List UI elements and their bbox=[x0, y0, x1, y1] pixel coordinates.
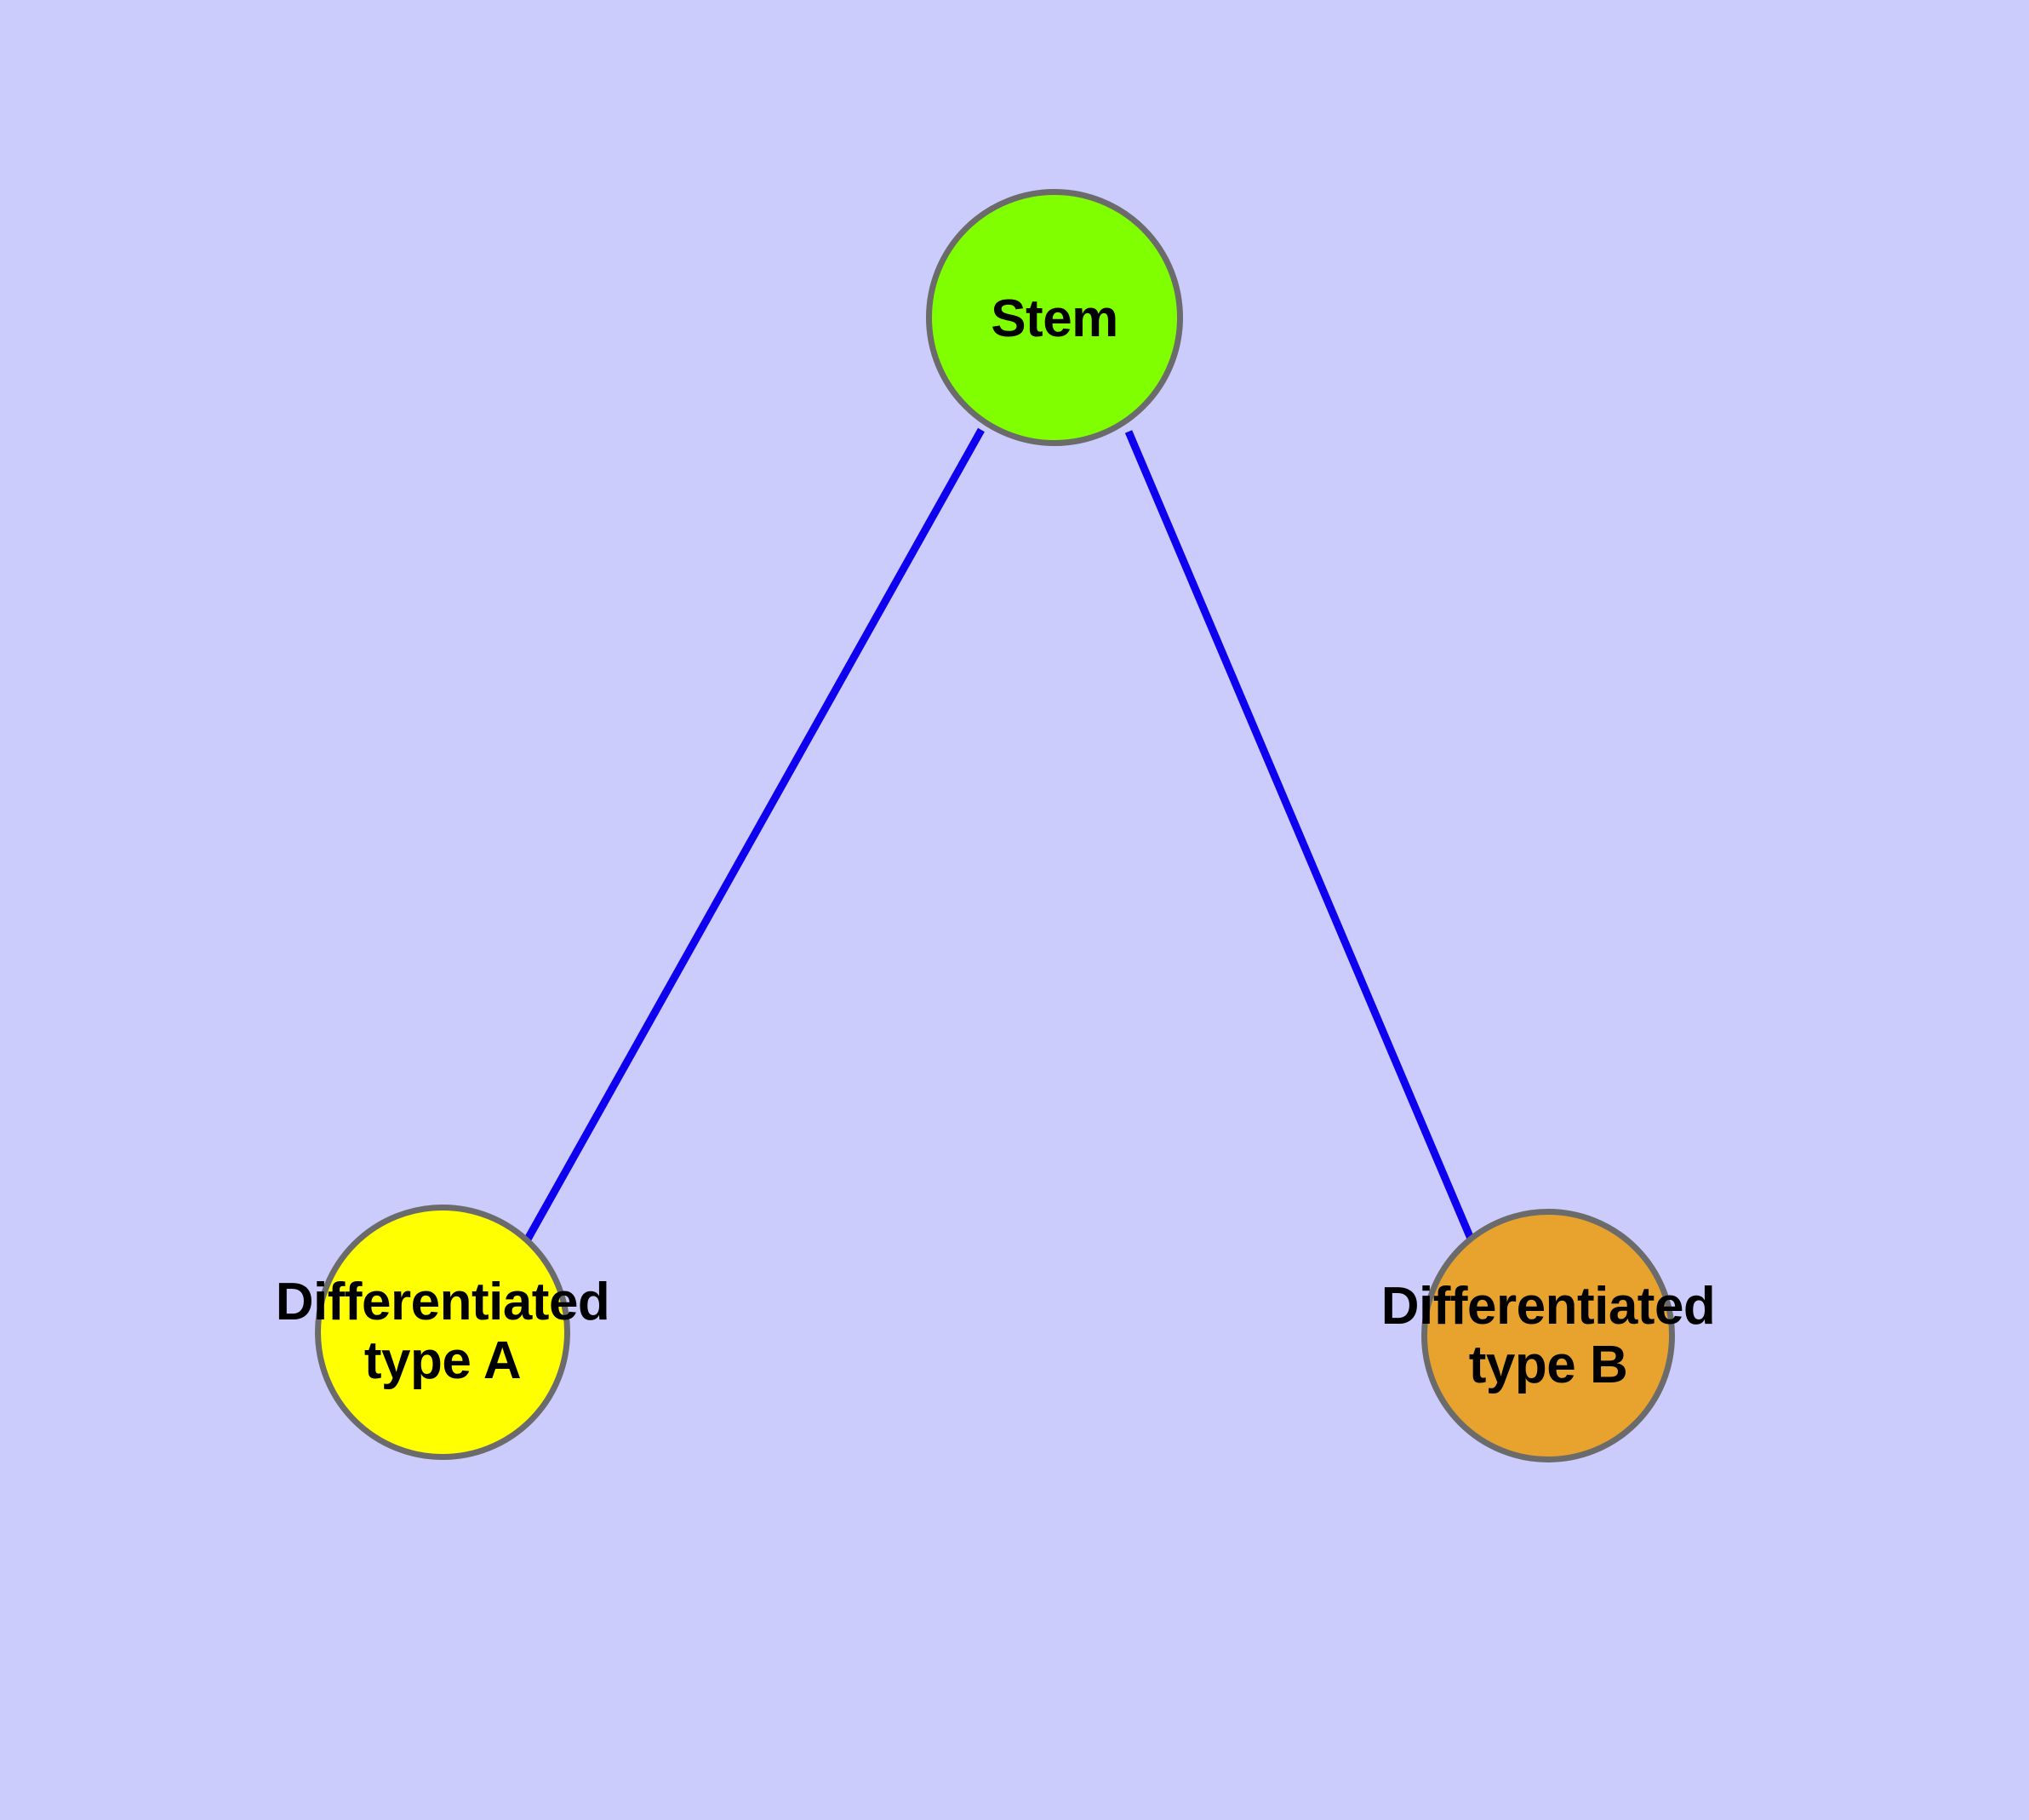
edge-stem-to-type-b[interactable] bbox=[1124, 430, 1477, 1246]
edge-stem-to-type-a[interactable] bbox=[522, 427, 985, 1246]
node-differentiated-type-a[interactable] bbox=[315, 1205, 570, 1460]
node-stem[interactable] bbox=[926, 189, 1183, 446]
node-differentiated-type-b[interactable] bbox=[1421, 1209, 1675, 1462]
